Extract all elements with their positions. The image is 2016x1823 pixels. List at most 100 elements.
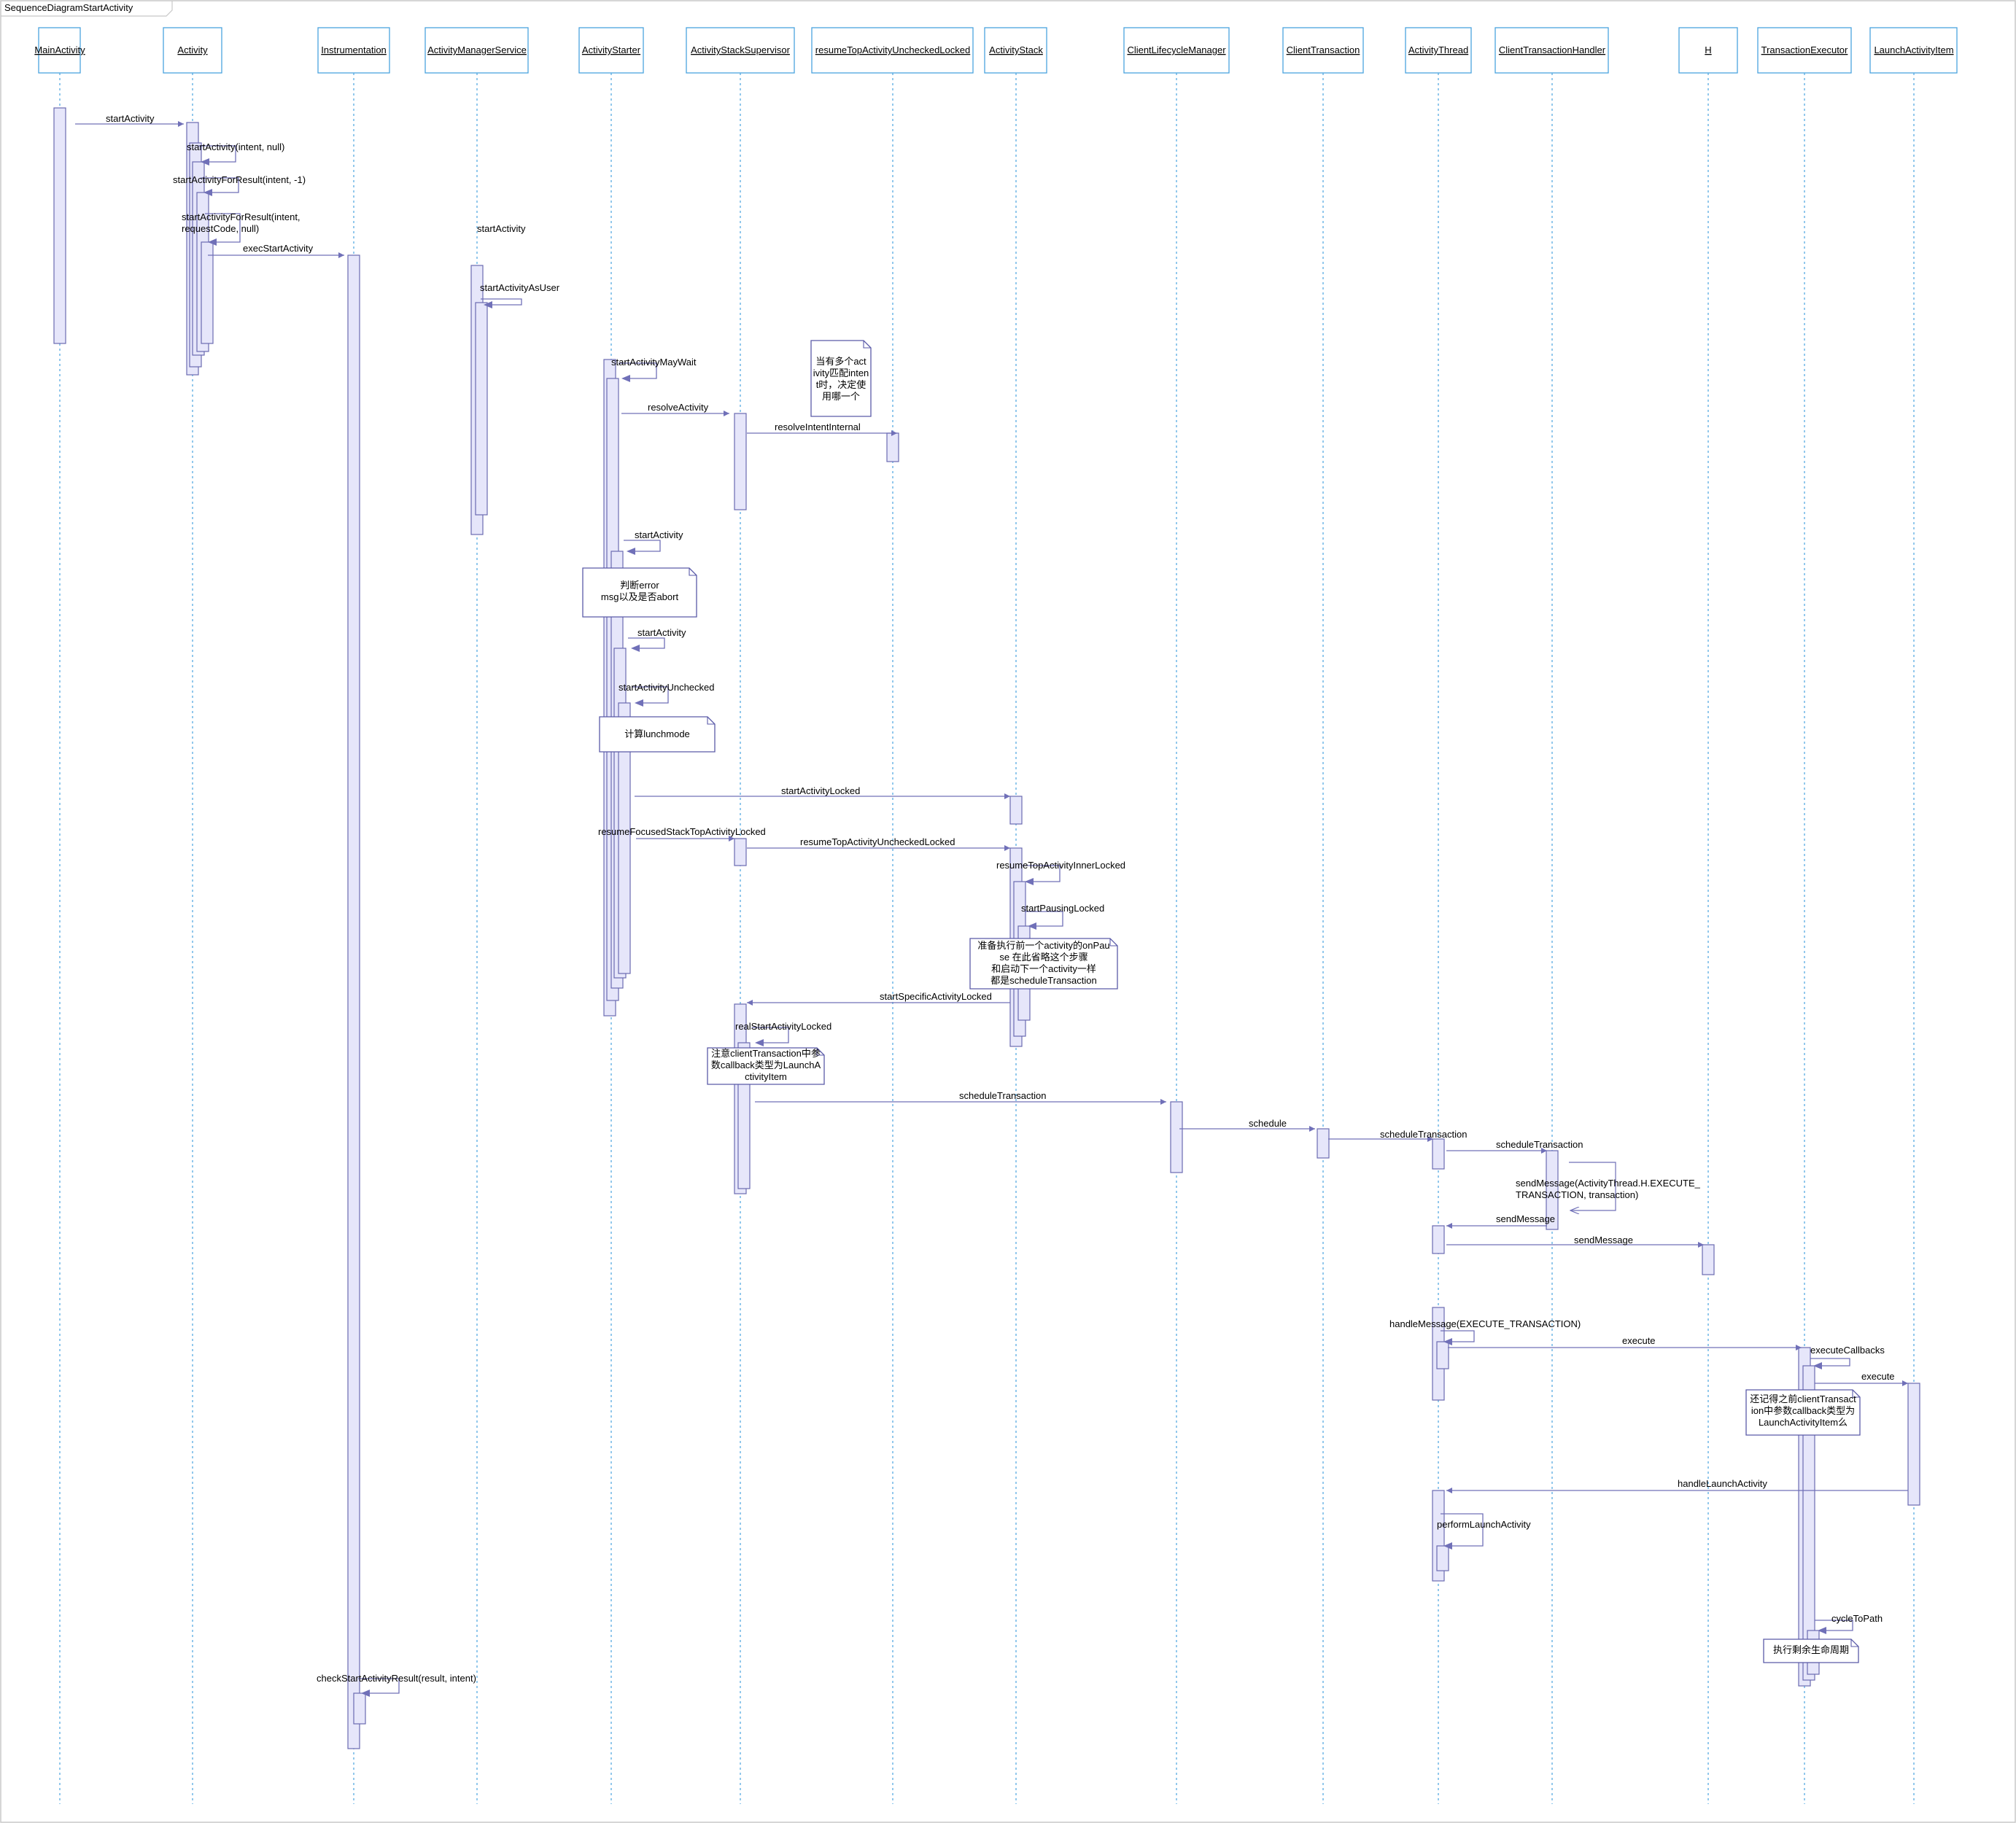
message-14: resumeFocusedStackTopActivityLocked	[598, 826, 766, 841]
note-box	[1763, 1639, 1859, 1663]
activation-bar	[53, 107, 66, 344]
message-6: startActivityAsUser	[480, 282, 560, 308]
self-message-line	[358, 1678, 400, 1694]
participant-transactionexecutor[interactable]: TransactionExecutor	[1757, 27, 1852, 74]
participant-instrumentation[interactable]: Instrumentation	[317, 27, 390, 74]
message-18: startSpecificActivityLocked	[747, 991, 1010, 1006]
diagram-title: SequenceDiagramStartActivity	[4, 2, 133, 13]
self-message-line	[1441, 1330, 1475, 1342]
participant-label: LaunchActivityItem	[1874, 44, 1953, 55]
message-label: performLaunchActivity	[1437, 1519, 1531, 1530]
participant-activitystack[interactable]: ActivityStack	[984, 27, 1047, 74]
participant-box	[38, 27, 81, 74]
message-label: startActivity(intent, null)	[187, 141, 284, 152]
participant-box	[1869, 27, 1958, 74]
message-21: schedule	[1179, 1118, 1315, 1132]
message-34: checkStartActivityResult(result, intent)	[317, 1673, 476, 1697]
self-message-arrowhead	[1443, 1338, 1452, 1345]
activation-bar	[1170, 1101, 1183, 1173]
message-label: startActivityAsUser	[480, 282, 560, 293]
activation-bar	[1317, 1128, 1330, 1159]
activation-bar	[1802, 1365, 1815, 1681]
participant-box	[1757, 27, 1852, 74]
participant-h[interactable]: H	[1678, 27, 1738, 74]
activation-bar	[475, 302, 488, 516]
self-message-arrowhead	[203, 189, 212, 196]
participant-activitymanagerservice[interactable]: ActivityManagerService	[424, 27, 529, 74]
message-label: startActivity	[637, 627, 686, 638]
note-box	[969, 938, 1118, 990]
participant-launchactivityitem[interactable]: LaunchActivityItem	[1869, 27, 1958, 74]
participant-heads: MainActivity Activity Instrumentation Activ…	[34, 27, 1958, 74]
note-fold	[689, 568, 697, 576]
participant-box	[163, 27, 222, 74]
participant-box	[811, 27, 974, 74]
participant-mainactivity[interactable]: MainActivity	[34, 27, 85, 74]
message-label: sendMessage(ActivityThread.H.EXECUTE_TRA…	[1516, 1178, 1701, 1200]
activation-bar	[353, 1692, 366, 1725]
message-label: startActivity	[635, 529, 683, 540]
self-message-arrowhead	[1443, 1542, 1452, 1550]
note-2: 计算lunchmode	[599, 716, 716, 753]
note-fold	[863, 341, 871, 349]
participant-clientlifecyclemanager[interactable]: ClientLifecycleManager	[1123, 27, 1230, 74]
participant-resumetopactivityuncheckedlocked[interactable]: resumeTopActivityUncheckedLocked	[811, 27, 974, 74]
self-message-arrowhead	[1025, 878, 1034, 885]
message-label: startActivityForResult(intent, -1)	[173, 174, 306, 185]
self-message-arrowhead	[621, 375, 630, 382]
participant-clienttransaction[interactable]: ClientTransaction	[1282, 27, 1364, 74]
activation-bar	[1436, 1545, 1449, 1571]
self-message-line	[201, 177, 239, 193]
message-label: execute	[1861, 1371, 1895, 1382]
participant-label: ClientTransactionHandler	[1499, 44, 1606, 55]
participant-label: Activity	[177, 44, 208, 55]
self-message-arrowhead	[1818, 1627, 1826, 1634]
message-label: sendMessage	[1574, 1235, 1633, 1245]
message-13: startActivityLocked	[635, 785, 1010, 799]
activation-bar	[201, 241, 214, 344]
activation-bar	[347, 254, 360, 1749]
message-1: startActivity(intent, null)	[187, 141, 284, 166]
message-label: execStartActivity	[243, 243, 314, 254]
participant-activitystacksupervisor[interactable]: ActivityStackSupervisor	[686, 27, 795, 74]
activation-bar	[1432, 1138, 1445, 1170]
message-7: startActivityMayWait	[611, 357, 697, 382]
participant-label: TransactionExecutor	[1761, 44, 1848, 55]
participant-box	[984, 27, 1047, 74]
message-25: sendMessage	[1446, 1213, 1555, 1229]
participant-label: ClientTransaction	[1287, 44, 1360, 55]
note-fold	[816, 1048, 824, 1056]
message-26: sendMessage	[1446, 1235, 1704, 1248]
message-32: performLaunchActivity	[1437, 1513, 1531, 1550]
message-label: scheduleTransaction	[1496, 1139, 1583, 1150]
message-3: startActivityForResult(intent,requestCod…	[182, 211, 301, 246]
participant-box	[686, 27, 795, 74]
message-9: resolveIntentInternal	[747, 421, 897, 436]
participant-activitystarter[interactable]: ActivityStarter	[578, 27, 644, 74]
self-message-line	[752, 1027, 789, 1043]
note-text: 计算lunchmode	[624, 728, 690, 739]
message-2: startActivityForResult(intent, -1)	[173, 174, 306, 196]
message-8: resolveActivity	[621, 402, 729, 416]
activation-bar	[734, 838, 747, 866]
note-fold	[707, 717, 715, 725]
participant-activitythread[interactable]: ActivityThread	[1405, 27, 1472, 74]
message-19: realStartActivityLocked	[735, 1021, 831, 1046]
message-20: scheduleTransaction	[755, 1090, 1166, 1105]
message-label: startActivity	[477, 223, 526, 234]
message-label: scheduleTransaction	[959, 1090, 1046, 1101]
message-28: execute	[1448, 1335, 1802, 1350]
message-label: execute	[1622, 1335, 1656, 1346]
participant-clienttransactionhandler[interactable]: ClientTransactionHandler	[1494, 27, 1609, 74]
activation-bar	[618, 702, 631, 974]
self-message-line	[1810, 1358, 1850, 1367]
messages: startActivity startActivity(intent, null)…	[75, 113, 1908, 1697]
message-label: resolveIntentInternal	[775, 421, 861, 432]
self-message-line	[1025, 911, 1063, 927]
participant-label: ActivityManagerService	[427, 44, 527, 55]
self-message-line	[1815, 1620, 1853, 1631]
participant-activity[interactable]: Activity	[163, 27, 222, 74]
self-message-arrowhead	[627, 548, 635, 555]
